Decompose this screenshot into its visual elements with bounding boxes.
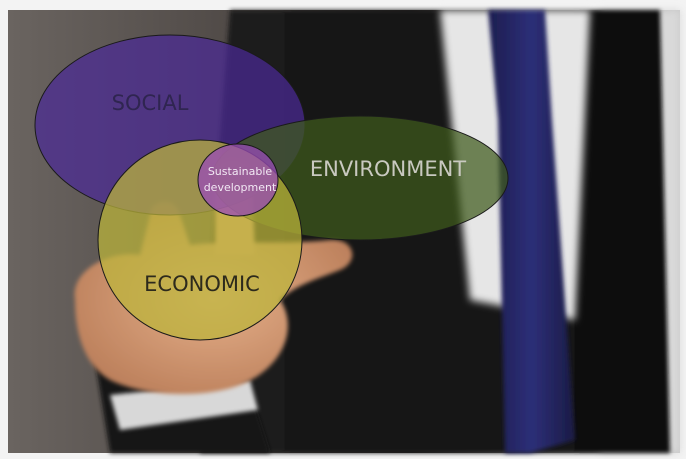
center-label-line2: development (204, 181, 277, 194)
center-label-line1: Sustainable (208, 165, 273, 178)
sustainable-development-circle (197, 143, 279, 217)
economic-label: ECONOMIC (144, 272, 260, 296)
environment-label: ENVIRONMENT (310, 157, 466, 181)
social-label: SOCIAL (112, 91, 189, 115)
